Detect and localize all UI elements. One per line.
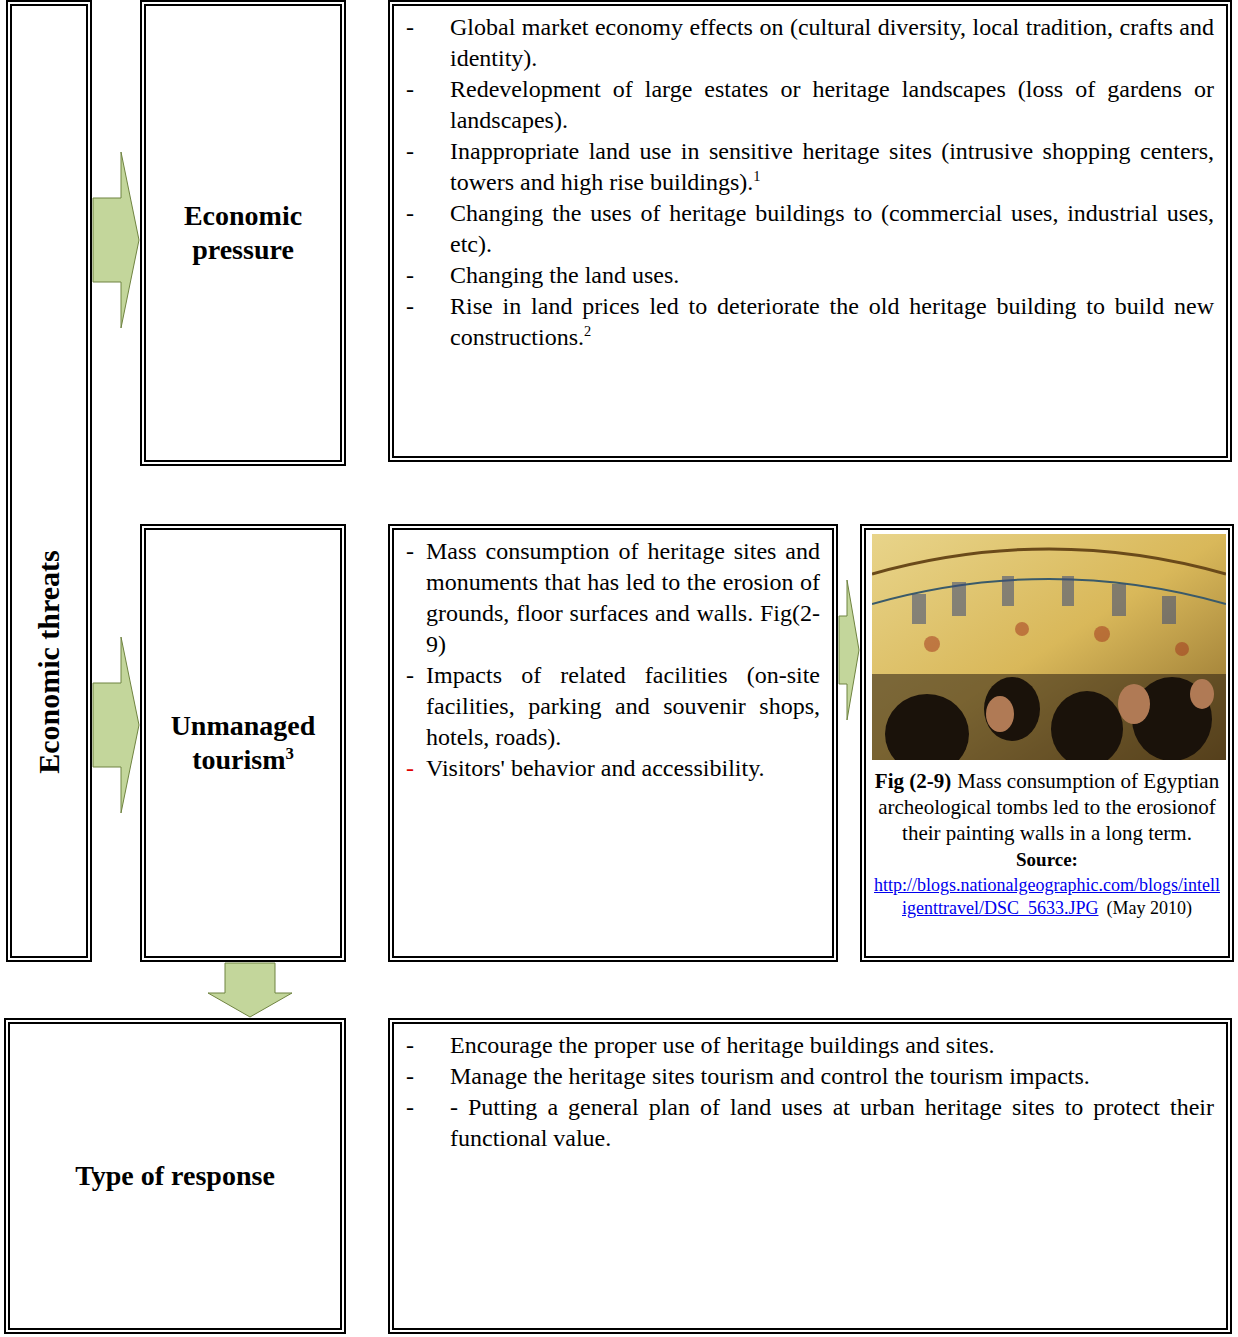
response-list-box: -Encourage the proper use of heritage bu… bbox=[388, 1018, 1232, 1334]
footnote-mark: 3 bbox=[285, 744, 293, 763]
bullet-text: Encourage the proper use of heritage bui… bbox=[450, 1032, 995, 1058]
bullet-text-wrap: Manage the heritage sites tourism and co… bbox=[450, 1061, 1214, 1092]
bullet-row: -Global market economy effects on (cultu… bbox=[406, 12, 1214, 74]
bullet-dash: - bbox=[406, 198, 450, 260]
threat-heading-box: Unmanaged tourism3 bbox=[140, 524, 346, 962]
bullet-dash: - bbox=[406, 536, 426, 660]
heading-label: Unmanaged tourism bbox=[171, 710, 316, 775]
bullet-row: -Changing the uses of heritage buildings… bbox=[406, 198, 1214, 260]
footnote-mark: 1 bbox=[753, 168, 760, 184]
category-box: Economic threats bbox=[6, 0, 92, 962]
bullet-row: -Encourage the proper use of heritage bu… bbox=[406, 1030, 1214, 1061]
block-arrow bbox=[208, 963, 292, 1017]
bullet-row: -Mass consumption of heritage sites and … bbox=[406, 536, 820, 660]
source-heading: Source: bbox=[874, 846, 1220, 873]
bullet-row: -Redevelopment of large estates or herit… bbox=[406, 74, 1214, 136]
bullet-text: Rise in land prices led to deteriorate t… bbox=[450, 293, 1214, 350]
bullet-text: Inappropriate land use in sensitive heri… bbox=[450, 138, 1214, 195]
bullet-text-wrap: Global market economy effects on (cultur… bbox=[450, 12, 1214, 74]
figure-box: Fig (2-9)Mass consumption of Egyptian ar… bbox=[860, 524, 1234, 962]
heading-text: Type of response bbox=[75, 1159, 275, 1193]
bullet-dash: - bbox=[406, 753, 426, 784]
bullet-text-wrap: Inappropriate land use in sensitive heri… bbox=[450, 136, 1214, 198]
bullet-dash: - bbox=[406, 1030, 450, 1061]
bullet-row: -Visitors' behavior and accessibility. bbox=[406, 753, 820, 784]
footnote-mark: 2 bbox=[584, 323, 591, 339]
bullet-row: -Manage the heritage sites tourism and c… bbox=[406, 1061, 1214, 1092]
heading-text: Unmanaged tourism3 bbox=[152, 709, 334, 777]
bullet-text: Visitors' behavior and accessibility. bbox=[426, 755, 765, 781]
bullet-text-wrap: Changing the land uses. bbox=[450, 260, 1214, 291]
source-line: http://blogs.nationalgeographic.com/blog… bbox=[874, 873, 1220, 919]
bullet-row: -- Putting a general plan of land uses a… bbox=[406, 1092, 1214, 1154]
bullet-dash: - bbox=[406, 1092, 450, 1154]
bullet-dash: - bbox=[406, 136, 450, 198]
bullet-text: - Putting a general plan of land uses at… bbox=[450, 1094, 1214, 1151]
response-heading-box: Type of response bbox=[4, 1018, 346, 1334]
bullet-dash: - bbox=[406, 1061, 450, 1092]
bullet-dash: - bbox=[406, 12, 450, 74]
bullet-text: Changing the land uses. bbox=[450, 262, 679, 288]
tomb-photo bbox=[872, 534, 1226, 760]
bullet-dash: - bbox=[406, 74, 450, 136]
bullet-row: -Changing the land uses. bbox=[406, 260, 1214, 291]
bullet-text-wrap: Encourage the proper use of heritage bui… bbox=[450, 1030, 1214, 1061]
bullet-text: Manage the heritage sites tourism and co… bbox=[450, 1063, 1090, 1089]
bullet-text: Changing the uses of heritage buildings … bbox=[450, 200, 1214, 257]
bullet-row: -Impacts of related facilities (on-site … bbox=[406, 660, 820, 753]
threat-list-box: -Global market economy effects on (cultu… bbox=[388, 0, 1232, 462]
bullet-text-wrap: - Putting a general plan of land uses at… bbox=[450, 1092, 1214, 1154]
block-arrow bbox=[93, 637, 139, 813]
figure-caption: Fig (2-9)Mass consumption of Egyptian ar… bbox=[874, 768, 1220, 846]
heading-label: Economic pressure bbox=[184, 200, 302, 265]
bullet-text: Global market economy effects on (cultur… bbox=[450, 14, 1214, 71]
category-label: Economic threats bbox=[32, 550, 66, 774]
bullet-row: -Rise in land prices led to deteriorate … bbox=[406, 291, 1214, 353]
block-arrow bbox=[839, 580, 859, 720]
bullet-dash: - bbox=[406, 291, 450, 353]
bullet-text-wrap: Redevelopment of large estates or herita… bbox=[450, 74, 1214, 136]
bullet-text-wrap: Mass consumption of heritage sites and m… bbox=[426, 536, 820, 660]
threat-list-box: -Mass consumption of heritage sites and … bbox=[388, 524, 838, 962]
bullet-row: -Inappropriate land use in sensitive her… bbox=[406, 136, 1214, 198]
heading-label: Type of response bbox=[75, 1160, 275, 1191]
figure-number: Fig (2-9) bbox=[875, 769, 951, 793]
bullet-text-wrap: Rise in land prices led to deteriorate t… bbox=[450, 291, 1214, 353]
bullet-text: Mass consumption of heritage sites and m… bbox=[426, 538, 820, 657]
bullet-text-wrap: Impacts of related facilities (on-site f… bbox=[426, 660, 820, 753]
source-date: (May 2010) bbox=[1107, 898, 1192, 918]
bullet-text-wrap: Visitors' behavior and accessibility. bbox=[426, 753, 820, 784]
bullet-text: Impacts of related facilities (on-site f… bbox=[426, 662, 820, 750]
block-arrow bbox=[93, 152, 139, 328]
bullet-dash: - bbox=[406, 660, 426, 753]
threat-heading-box: Economic pressure bbox=[140, 0, 346, 466]
source-label: Source: bbox=[1016, 849, 1078, 870]
bullet-text-wrap: Changing the uses of heritage buildings … bbox=[450, 198, 1214, 260]
bullet-dash: - bbox=[406, 260, 450, 291]
bullet-text: Redevelopment of large estates or herita… bbox=[450, 76, 1214, 133]
heading-text: Economic pressure bbox=[152, 199, 334, 267]
